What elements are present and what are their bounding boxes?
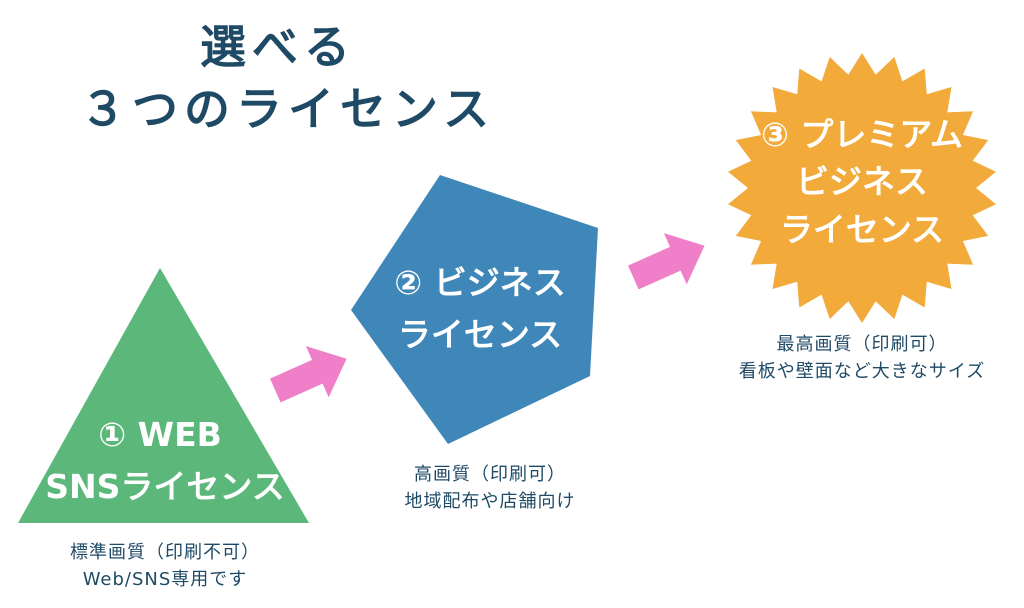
starburst-shape-premium (728, 53, 996, 323)
license-label-business: ライセンス (397, 315, 563, 354)
license-label-business: ② ビジネス (394, 263, 566, 302)
license-label-premium: ビジネス (796, 162, 928, 201)
license-label-premium: ライセンス (779, 210, 945, 249)
license-label-web: ① WEB (98, 415, 222, 454)
license-desc-web: 標準画質（印刷不可） (70, 542, 260, 563)
license-label-premium: ③ プレミアム (760, 115, 964, 154)
license-desc-business: 地域配布や店舗向け (404, 491, 576, 512)
license-desc-business: 高画質（印刷可） (414, 464, 566, 485)
license-desc-web: Web/SNS専用です (82, 569, 248, 590)
pentagon-shape-business (351, 175, 598, 444)
arrow-icon (627, 233, 705, 290)
license-desc-premium: 看板や壁面など大きなサイズ (738, 361, 986, 382)
page-title: 選べる (200, 20, 356, 74)
license-desc-premium: 最高画質（印刷可） (776, 334, 948, 355)
license-label-web: SNSライセンス (45, 467, 285, 506)
arrow-icon (269, 346, 347, 403)
page-title: ３つのライセンス (80, 82, 496, 136)
triangle-shape-web (18, 268, 309, 523)
